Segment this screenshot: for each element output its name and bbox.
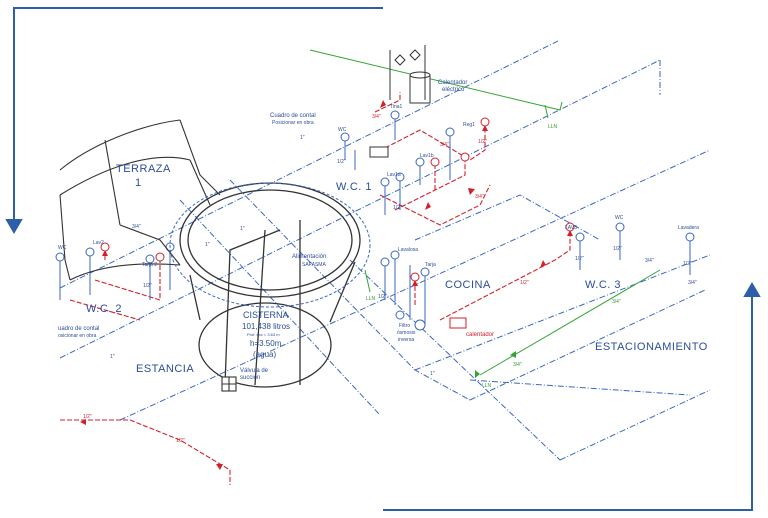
pipe-size-label: 1/2" <box>520 280 529 286</box>
pipe-size-label: 1/2" <box>478 139 487 145</box>
fixture-label-tarja: Tarja <box>425 262 436 268</box>
suction-valve-icon <box>221 376 237 392</box>
fixture-valves-cold <box>55 110 695 331</box>
fixture-label-wc-c: WC <box>615 215 624 221</box>
room-label-cocina: COCINA <box>445 279 491 291</box>
pipe-size-label: 1/2" <box>378 294 387 300</box>
pipe-size-label: 3/4" <box>612 299 621 305</box>
frame-bracket-bottom-right <box>383 282 761 511</box>
fixture-label-lavadera: Lavadera <box>678 225 699 231</box>
pipe-size-label: 1/2" <box>143 283 152 289</box>
pipe-size-label: 1/2" <box>575 256 584 262</box>
hot-water-arrows <box>80 100 573 470</box>
room-label-terraza: TERRAZA <box>116 163 171 175</box>
pipe-size-label: 1" <box>430 371 435 377</box>
pipe-junctions <box>389 45 426 100</box>
valve-label: Válvula de <box>240 368 269 374</box>
fixture-label-lav1a: Lav1a <box>387 172 401 178</box>
pipe-size-label: 3/4" <box>475 194 484 200</box>
room-label-wc3: W.C. 3 <box>585 279 621 291</box>
cistern-depth: Prof. exc = 3.63 m <box>247 332 280 337</box>
pipe-size-label: 1" <box>300 135 305 141</box>
hot-water-pipes <box>60 92 571 485</box>
cistern-title: CISTERNA <box>243 310 289 320</box>
fixture-label-lav1b: Lav1b <box>420 153 434 159</box>
cistern-tank <box>179 182 361 388</box>
room-label-wc1: W.C. 1 <box>336 181 372 193</box>
room-label-estacionamiento: ESTACIONAMIENTO <box>595 341 708 353</box>
room-label-wc2: W.C. 2 <box>86 303 122 315</box>
pipe-size-label: 1/2" <box>176 438 185 444</box>
rain-arrows <box>475 351 516 378</box>
cistern-content: (agua) <box>253 350 276 359</box>
heater-kitchen-note: calentador <box>466 332 494 338</box>
room-label-terraza-number: 1 <box>135 177 142 189</box>
valve-label-2: succión <box>240 375 260 381</box>
pipe-size-label: 1/2" <box>393 205 402 211</box>
pipe-size-label: 3/4" <box>645 258 654 264</box>
pipe-size-label: 1" <box>205 242 210 248</box>
control-note-left-1: uadro de contal <box>58 326 99 332</box>
fixture-label-lavalosa: Lavalosa <box>398 247 418 253</box>
fixture-label-lav2: Lav2 <box>93 240 104 246</box>
filter-note-3: inversa <box>398 337 414 343</box>
lln-label: LLN <box>366 296 376 302</box>
cistern-volume: 101,438 litros <box>242 322 290 331</box>
room-label-estancia: ESTANCIA <box>136 363 194 375</box>
cistern-feed-source: SAPASMA <box>302 262 326 268</box>
pipe-size-label: 3/4" <box>132 224 141 230</box>
control-note-top-1: Cuadro de contal <box>270 113 316 119</box>
rain-pipe-green <box>309 49 661 376</box>
filter-note-2: ósmosis <box>397 330 416 336</box>
cistern-height: h=3.50m <box>250 339 282 348</box>
fixture-label-tarja2: Tarja 2 <box>142 262 157 268</box>
pipe-size-label: 3/4" <box>513 362 522 368</box>
frame-bracket-top-left <box>5 7 383 234</box>
pipe-size-label: 1/2" <box>613 246 622 252</box>
pipe-size-label: 3/4" <box>372 114 381 120</box>
pipe-size-label: 1" <box>240 226 245 232</box>
pipe-size-label: 1" <box>110 354 115 360</box>
fixture-label-lav3: LAV3 <box>565 225 577 231</box>
control-note-left-2: osicionar en obra <box>58 333 97 339</box>
lln-label: LLN <box>548 124 558 130</box>
fixture-label-tina: Tina1 <box>390 104 403 110</box>
terraza-structure <box>59 119 221 281</box>
fixture-label-wc-a: WC <box>338 127 347 133</box>
fixture-valves-hot <box>100 117 575 282</box>
pipe-size-label: 3/4" <box>440 142 449 148</box>
cistern-feed-label: Alimentación <box>292 254 326 260</box>
control-note-top-2: Posicionar en obra <box>272 120 314 126</box>
filter-note-1: Filtro <box>399 323 410 329</box>
pipe-size-label: 1/2" <box>337 159 346 165</box>
fixture-label-wc-b: WC <box>58 245 67 251</box>
pipe-size-label: 1/2" <box>683 261 692 267</box>
cold-water-risers <box>59 118 691 325</box>
heater-note-2: eléctrico <box>442 87 465 93</box>
cistern-dashed-ring <box>169 182 371 308</box>
fixture-label-reg1: Reg1 <box>463 122 475 128</box>
pipe-size-label: 1/2" <box>83 414 92 420</box>
pipe-size-label: 3/4" <box>688 280 697 286</box>
heater-note-1: Calentador <box>438 80 467 86</box>
lln-label: LLN <box>482 383 492 389</box>
